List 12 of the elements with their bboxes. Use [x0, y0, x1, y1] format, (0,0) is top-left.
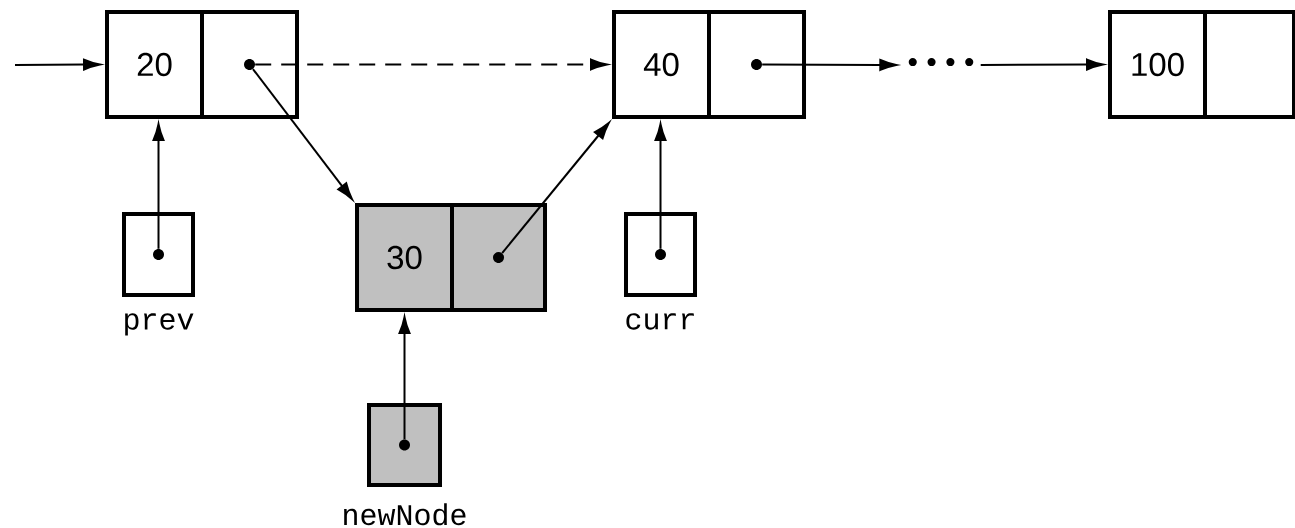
arrow — [761, 59, 898, 71]
pointer-box — [624, 212, 697, 297]
list-node: 20 — [105, 10, 299, 119]
variable-name: newNode — [344, 503, 466, 526]
list-node: 40 — [612, 10, 806, 119]
list-node: 30 — [355, 203, 547, 312]
pointer-box — [367, 403, 442, 487]
ellipsis: • • • • — [908, 58, 974, 67]
list-node: 100 — [1108, 10, 1295, 119]
pointer-box — [122, 212, 195, 297]
variable-name: curr — [626, 313, 694, 330]
variable-name: prev — [125, 313, 194, 336]
